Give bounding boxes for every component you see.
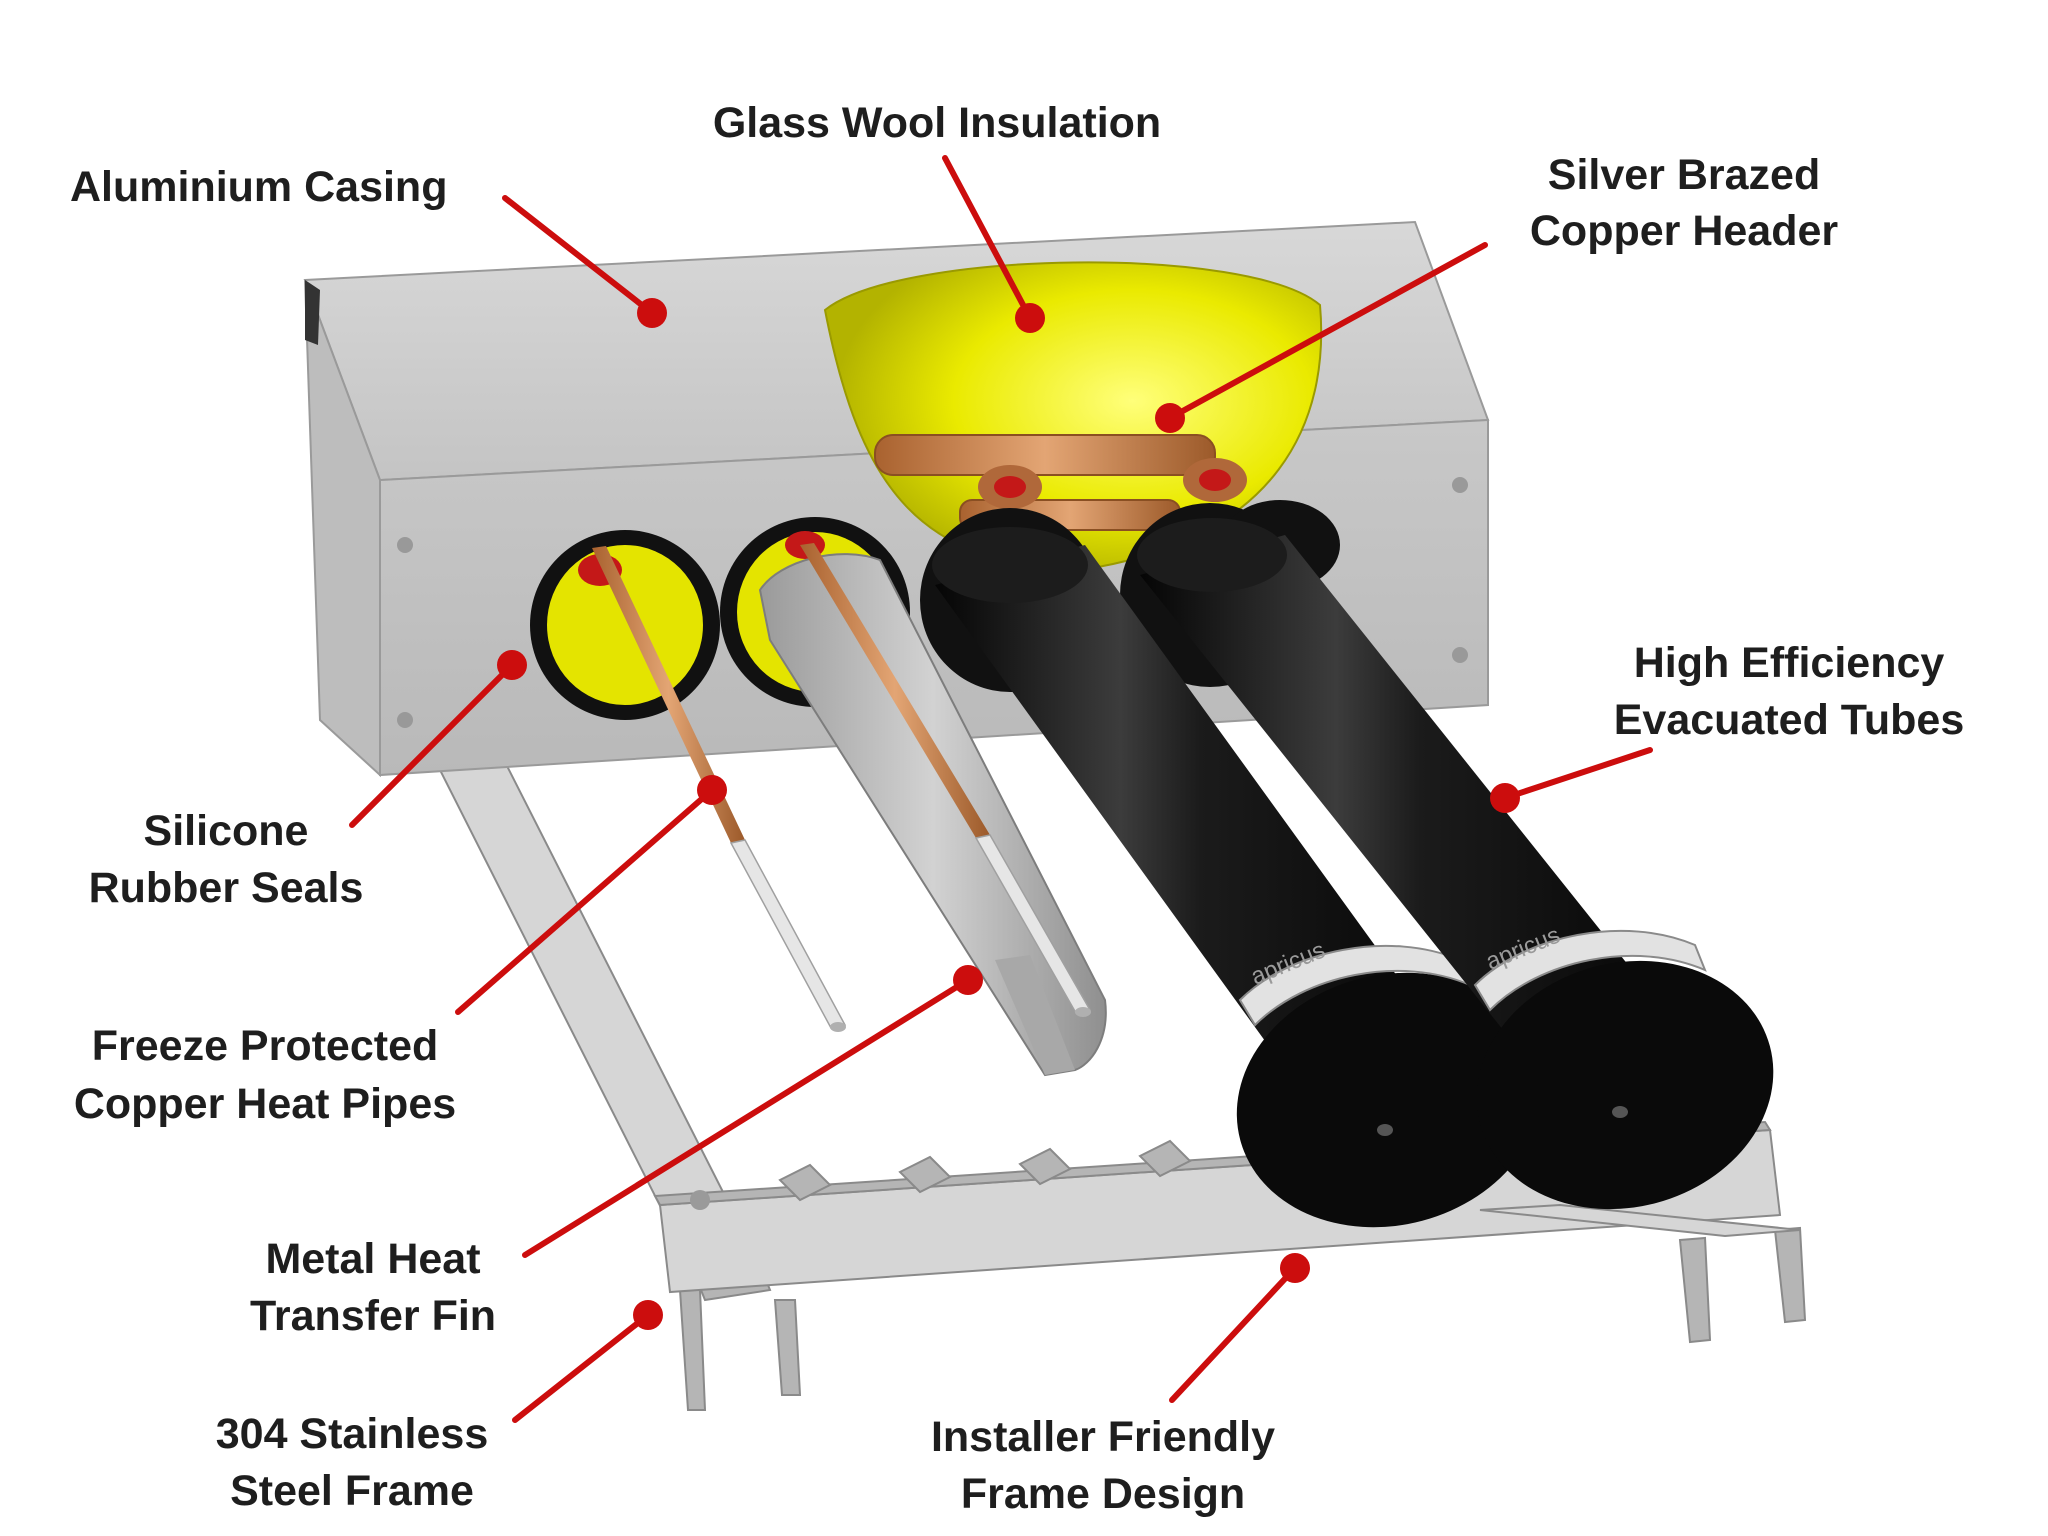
label-frame-design-line2: Frame Design: [961, 1470, 1245, 1518]
label-steel-frame-line2: Steel Frame: [230, 1467, 474, 1515]
callouts: [349, 155, 1653, 1423]
metal-heat-transfer-fin: [758, 543, 1107, 1077]
label-aluminium-casing: Aluminium Casing: [70, 163, 447, 211]
label-frame-design-line1: Installer Friendly: [931, 1413, 1275, 1461]
label-steel-frame-line1: 304 Stainless: [216, 1410, 489, 1458]
label-evacuated-tubes-line2: Evacuated Tubes: [1614, 696, 1965, 744]
labels: Aluminium Casing Glass Wool Insulation S…: [70, 99, 1964, 1518]
label-rubber-seals-line2: Rubber Seals: [89, 864, 364, 912]
label-transfer-fin-line2: Transfer Fin: [250, 1292, 496, 1340]
copper-heat-pipe: [592, 546, 847, 1032]
label-transfer-fin-line1: Metal Heat: [265, 1235, 480, 1283]
evacuated-tube-1: apricus: [932, 527, 1544, 1228]
evacuated-tube-2: apricus: [1137, 518, 1774, 1210]
label-rubber-seals-line1: Silicone: [144, 807, 309, 855]
label-copper-header-line1: Silver Brazed: [1548, 151, 1820, 199]
label-evacuated-tubes-line1: High Efficiency: [1634, 639, 1945, 687]
label-heat-pipes-line1: Freeze Protected: [92, 1022, 439, 1070]
label-copper-header-line2: Copper Header: [1530, 207, 1839, 255]
label-heat-pipes-line2: Copper Heat Pipes: [74, 1080, 456, 1128]
label-glass-wool-insulation: Glass Wool Insulation: [713, 99, 1161, 147]
